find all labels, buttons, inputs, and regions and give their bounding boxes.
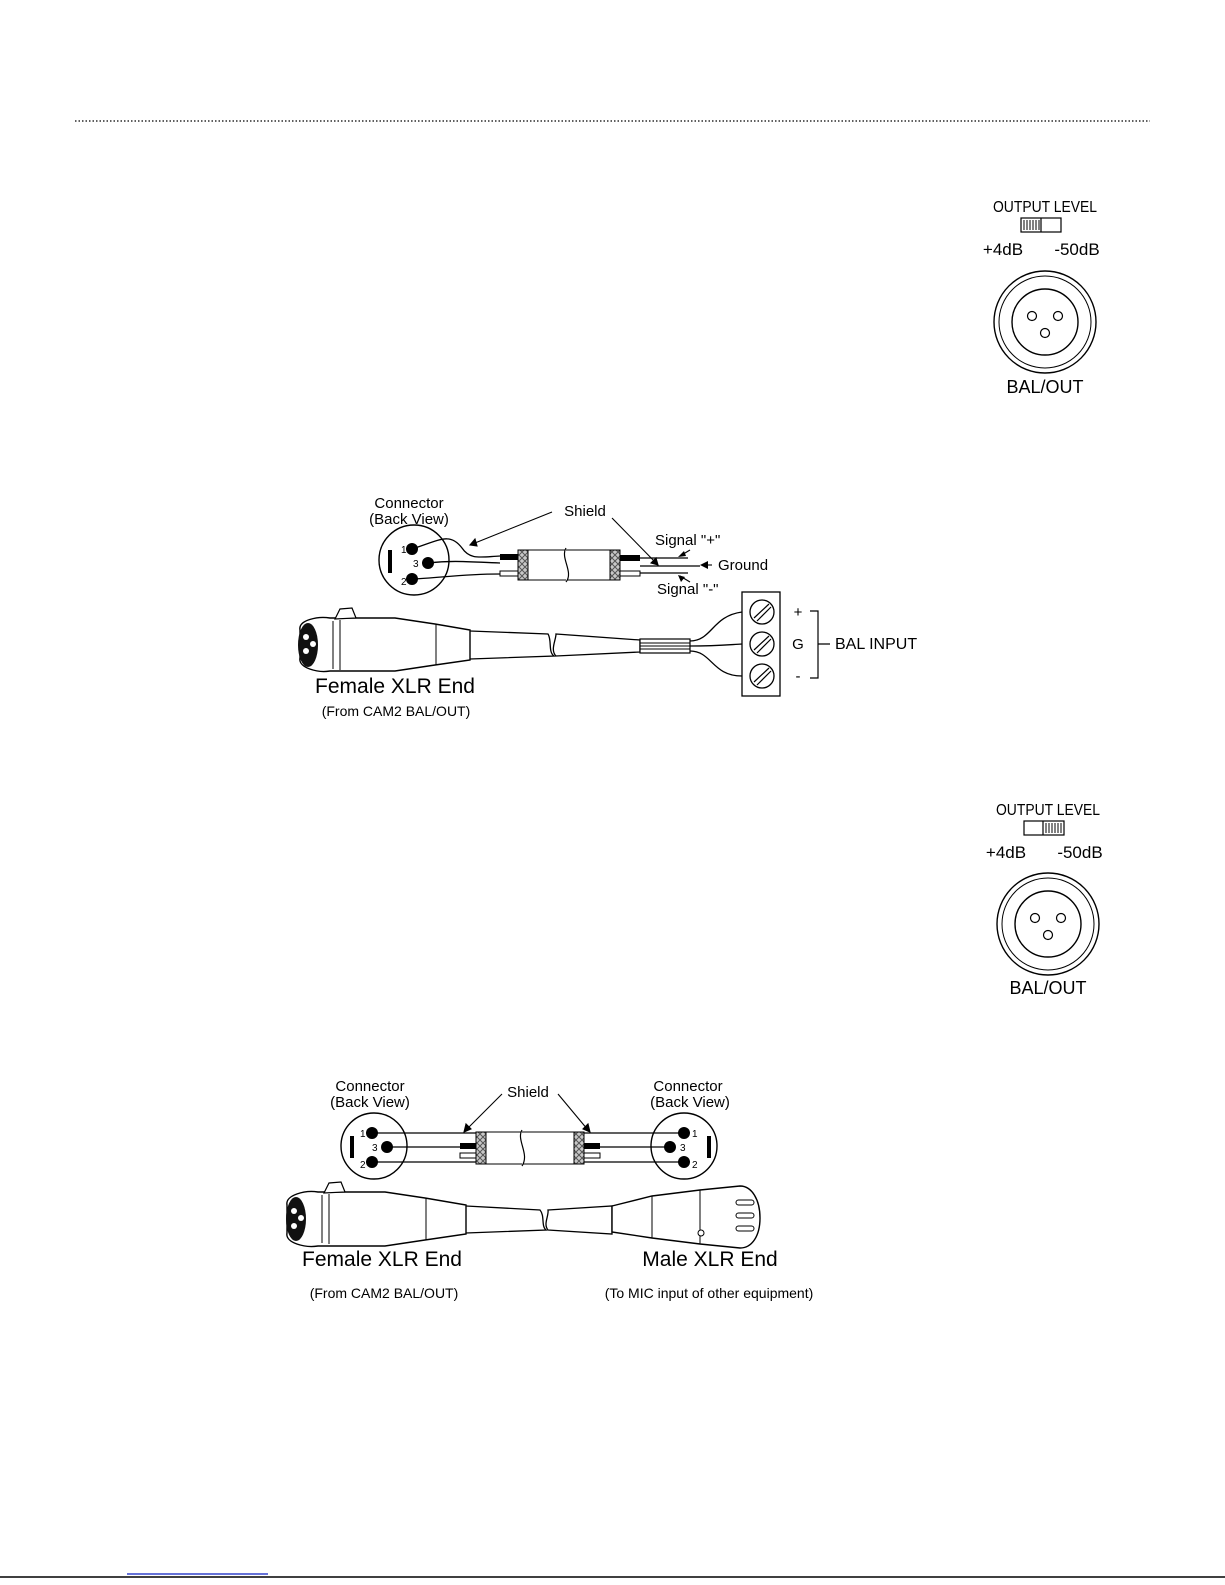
terminal-block-icon: [741, 591, 781, 697]
right-connector-back-view-icon: 1 3 2: [650, 1112, 718, 1180]
signal-plus-label: Signal "+": [655, 532, 720, 549]
female-xlr-plug-icon: [298, 607, 471, 673]
output-level-label: OUTPUT LEVEL: [993, 199, 1097, 216]
left-connector-back-view-icon: 1 3 2: [340, 1112, 408, 1180]
right-connector-line1: Connector: [653, 1078, 722, 1095]
xlr-female-jack-icon-2: [996, 872, 1100, 976]
bal-input-label: BAL INPUT: [835, 636, 917, 653]
male-xlr-end-title: Male XLR End: [642, 1248, 777, 1271]
output-level-switch-2[interactable]: [1023, 820, 1065, 836]
male-xlr-end-subtitle: (To MIC input of other equipment): [605, 1285, 814, 1301]
output-panel-bottom: OUTPUT LEVEL +4dB -50dB BAL/OUT: [986, 802, 1103, 998]
shield-label-2: Shield: [507, 1084, 549, 1101]
pin-3-label: 3: [413, 559, 419, 570]
left-connector-line1: Connector: [335, 1078, 404, 1095]
connector-label-line1: Connector: [374, 495, 443, 512]
level-plus-4db-2: +4dB: [986, 843, 1026, 862]
right-pin-2: 2: [692, 1160, 698, 1171]
left-pin-3: 3: [372, 1143, 378, 1154]
bal-out-label: BAL/OUT: [1006, 377, 1083, 397]
female-xlr-plug-icon-2: [286, 1181, 467, 1248]
output-level-switch[interactable]: [1020, 217, 1062, 233]
level-minus-50db-2: -50dB: [1057, 843, 1102, 862]
male-xlr-plug-icon: [611, 1185, 761, 1249]
left-pin-2: 2: [360, 1160, 366, 1171]
left-pin-1: 1: [360, 1129, 366, 1140]
connector-back-view-icon: 1 3 2: [378, 524, 450, 596]
right-pin-3: 3: [680, 1143, 686, 1154]
terminal-minus-label: -: [796, 668, 801, 685]
female-xlr-end-title-2: Female XLR End: [302, 1248, 462, 1271]
terminal-g-label: G: [792, 636, 804, 653]
bal-out-label-2: BAL/OUT: [1009, 978, 1086, 998]
terminal-plus-label: +: [794, 604, 803, 621]
level-plus-4db: +4dB: [983, 240, 1023, 259]
right-connector-line2: (Back View): [650, 1094, 730, 1111]
level-minus-50db: -50dB: [1054, 240, 1099, 259]
pin-2-label: 2: [401, 577, 407, 588]
xlr-female-jack-icon: [993, 270, 1097, 374]
output-panel-top: OUTPUT LEVEL +4dB -50dB BAL/OUT: [983, 199, 1100, 397]
shield-label: Shield: [564, 503, 606, 520]
female-xlr-end-title: Female XLR End: [315, 675, 475, 698]
wiring-diagram-xlr-to-xlr: Connector (Back View) Shield Connector (…: [286, 1078, 813, 1301]
wiring-diagram-balanced-input: Connector (Back View) 1 3 2: [298, 495, 917, 719]
pin-1-label: 1: [401, 545, 407, 556]
female-xlr-end-subtitle-2: (From CAM2 BAL/OUT): [310, 1285, 459, 1301]
signal-minus-label: Signal "-": [657, 581, 719, 598]
output-level-label-2: OUTPUT LEVEL: [996, 802, 1100, 819]
left-connector-line2: (Back View): [330, 1094, 410, 1111]
ground-label: Ground: [718, 557, 768, 574]
connector-label-line2: (Back View): [369, 511, 449, 528]
female-xlr-end-subtitle: (From CAM2 BAL/OUT): [322, 703, 471, 719]
right-pin-1: 1: [692, 1129, 698, 1140]
